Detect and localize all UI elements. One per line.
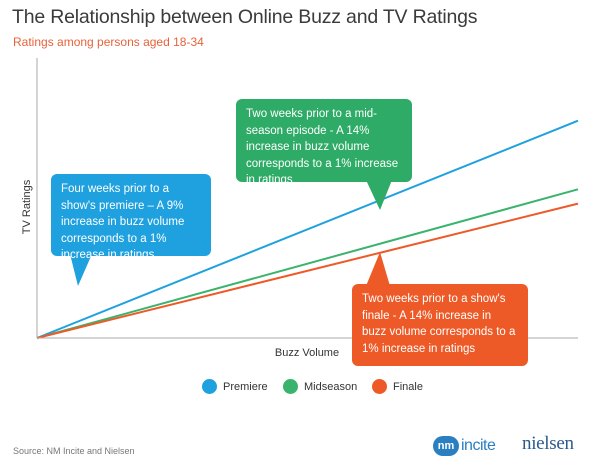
nm-logo-mark: nm	[433, 436, 459, 456]
legend-label-premiere: Premiere	[223, 380, 268, 393]
chart-subtitle: Ratings among persons aged 18-34	[13, 35, 204, 49]
legend-swatch-finale	[372, 379, 387, 394]
nielsen-logo: nielsen	[522, 433, 574, 454]
legend-item-premiere: Premiere	[202, 379, 268, 394]
source-note: Source: NM Incite and Nielsen	[13, 446, 135, 456]
y-axis-label: TV Ratings	[21, 179, 33, 234]
series-line-premiere	[36, 119, 579, 339]
annotation-finale-text: Two weeks prior to a show's finale - A 1…	[362, 293, 516, 355]
series-line-midseason	[36, 188, 579, 339]
series-line-finale	[36, 202, 579, 339]
annotation-midseason: Two weeks prior to a mid-season episode …	[236, 99, 412, 186]
legend-label-finale: Finale	[393, 380, 423, 393]
annotation-pointer-finale	[366, 252, 390, 286]
chart-title: The Relationship between Online Buzz and…	[12, 6, 478, 28]
x-axis-label: Buzz Volume	[275, 347, 339, 359]
chart-legend: Premiere Midseason Finale	[0, 379, 600, 399]
annotation-premiere: Four weeks prior to a show's premiere – …	[51, 174, 211, 261]
annotation-pointer-premiere	[70, 254, 92, 286]
legend-label-midseason: Midseason	[304, 380, 358, 393]
annotation-pointer-midseason	[366, 180, 392, 210]
annotation-midseason-text: Two weeks prior to a mid-season episode …	[246, 108, 399, 186]
annotation-premiere-text: Four weeks prior to a show's premiere – …	[61, 183, 185, 261]
annotation-finale: Two weeks prior to a show's finale - A 1…	[352, 284, 528, 366]
legend-item-midseason: Midseason	[283, 379, 357, 394]
legend-swatch-midseason	[283, 379, 298, 394]
nm-logo-word: incite	[461, 437, 496, 454]
legend-item-finale: Finale	[372, 379, 423, 394]
nm-incite-logo: nm incite	[433, 433, 503, 459]
legend-swatch-premiere	[202, 379, 217, 394]
